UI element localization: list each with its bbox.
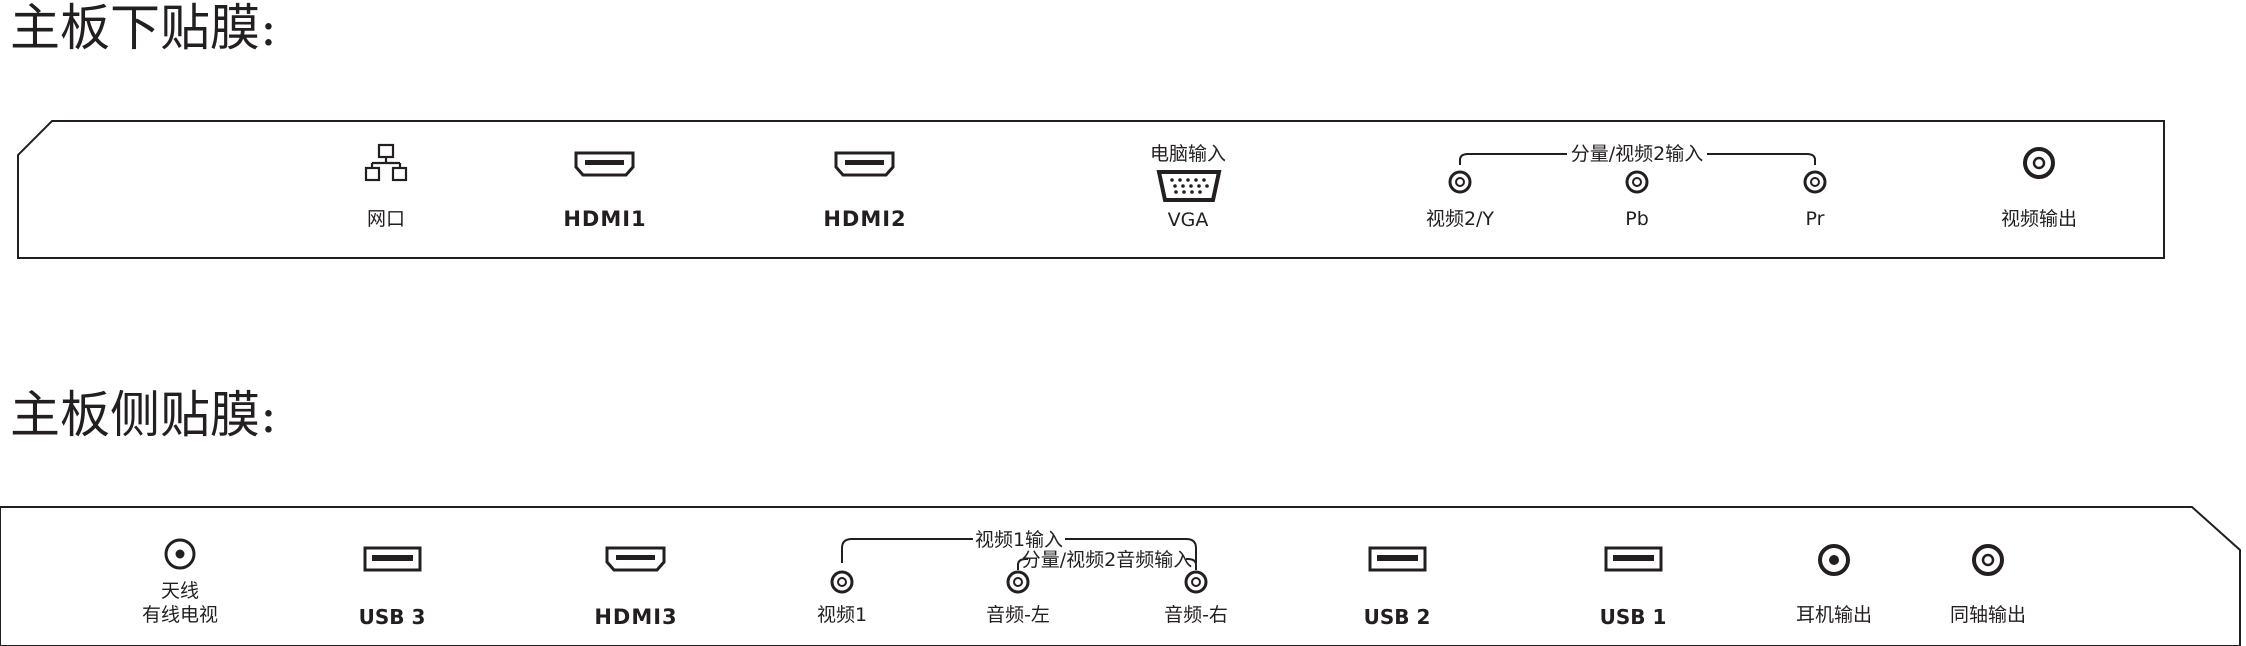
video-out-label: 视频输出: [2001, 208, 2077, 230]
component-group-label: 分量/视频2输入: [1571, 143, 1704, 165]
hdmi1-port-icon: [574, 151, 635, 177]
video-out-jack-icon: [2023, 147, 2055, 179]
vga-port-icon: [1156, 170, 1222, 202]
network-label: 网口: [367, 208, 405, 230]
hdmi2-port-icon: [834, 151, 895, 177]
coax-out-label: 同轴输出: [1950, 604, 2026, 626]
headphone-out-label: 耳机输出: [1796, 604, 1872, 626]
vga-label: VGA: [1168, 209, 1209, 231]
pc-input-label: 电脑输入: [1150, 143, 1226, 165]
audio-right-label: 音频-右: [1164, 604, 1228, 626]
headphone-out-jack-icon: [1818, 544, 1850, 576]
pb-label: Pb: [1625, 208, 1649, 230]
hdmi3-label: HDMI3: [594, 605, 677, 629]
coax-out-jack-icon: [1972, 544, 2004, 576]
usb1-label: USB 1: [1600, 605, 1667, 629]
bottom-panel-title: 主板下贴膜:: [10, 0, 277, 57]
pr-jack-icon: [1803, 170, 1827, 194]
usb2-label: USB 2: [1364, 605, 1431, 629]
antenna-label-line2: 有线电视: [142, 604, 218, 626]
video1-jack-icon: [830, 570, 854, 594]
antenna-label-line1: 天线: [161, 580, 199, 602]
audio-right-jack-icon: [1184, 570, 1208, 594]
video1-label: 视频1: [817, 604, 867, 626]
video1-bracket: [841, 538, 1197, 563]
usb1-port-icon: [1604, 546, 1663, 572]
side-panel-outline: [0, 506, 2241, 646]
video1-group-label: 视频1输入: [975, 529, 1063, 551]
hdmi1-label: HDMI1: [563, 207, 646, 231]
pr-label: Pr: [1806, 208, 1825, 230]
bottom-panel-outline: [17, 120, 2165, 259]
video2-y-jack-icon: [1448, 170, 1472, 194]
pb-jack-icon: [1625, 170, 1649, 194]
audio-bracket: [1017, 558, 1197, 570]
hdmi3-port-icon: [605, 546, 666, 572]
network-icon: [364, 143, 408, 182]
side-panel-title: 主板侧贴膜:: [10, 386, 277, 444]
audio-left-jack-icon: [1006, 570, 1030, 594]
audio-group-label: 分量/视频2音频输入: [1022, 549, 1193, 571]
video2-y-label: 视频2/Y: [1426, 208, 1494, 230]
usb2-port-icon: [1368, 546, 1427, 572]
usb3-port-icon: [363, 546, 422, 572]
hdmi2-label: HDMI2: [823, 207, 906, 231]
antenna-jack-icon: [164, 538, 196, 570]
component-bracket: [1459, 153, 1816, 165]
usb3-label: USB 3: [359, 605, 426, 629]
audio-left-label: 音频-左: [986, 604, 1050, 626]
